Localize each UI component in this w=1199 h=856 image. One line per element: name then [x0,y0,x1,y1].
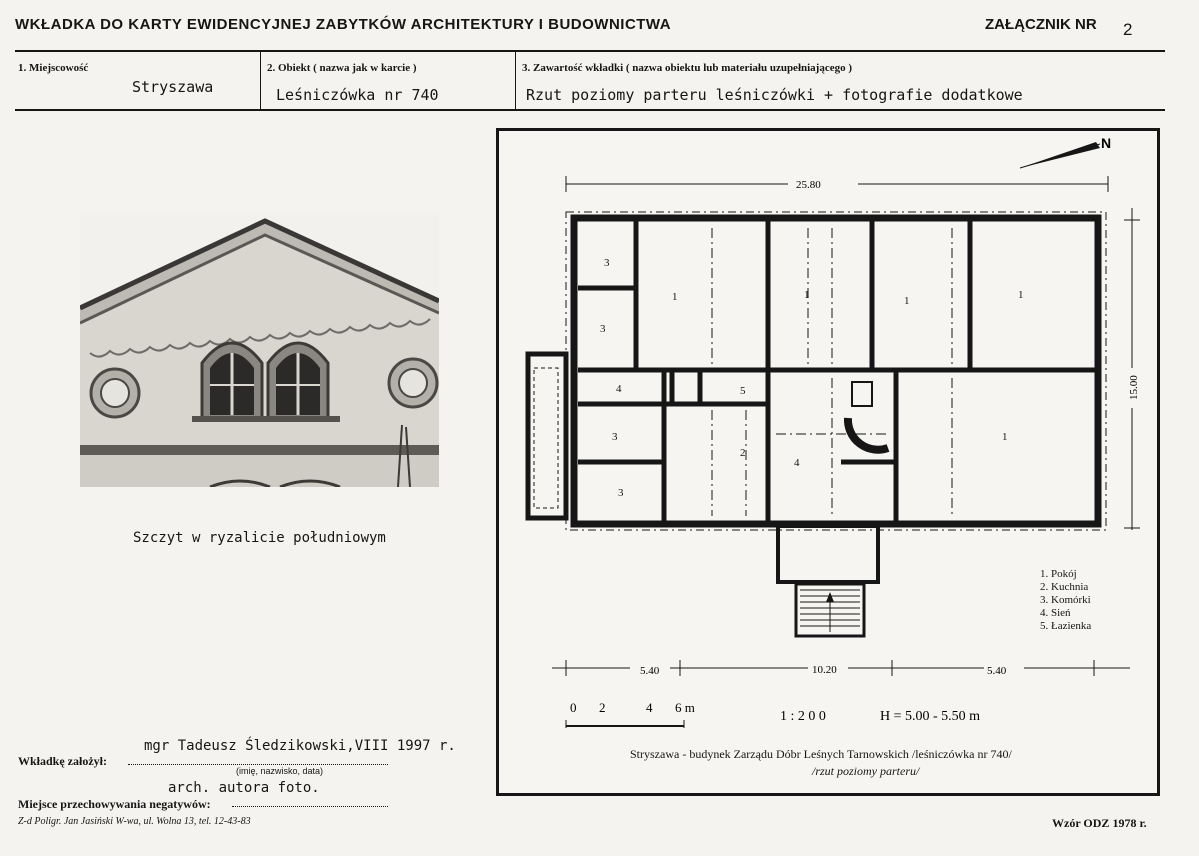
gable-photo [80,213,439,487]
room-number: 1 [904,295,910,307]
object-label: 2. Obiekt ( nazwa jak w karcie ) [267,62,417,74]
scale-bar-label: 4 [646,700,653,715]
scale-bar-label: 0 [570,700,577,715]
storage-label: Miejsce przechowywania negatywów: [18,797,211,811]
plan-scale: 1 : 2 0 0 [780,709,826,724]
legend-item: 5. Łazienka [1040,620,1092,632]
object-value: Leśniczówka nr 740 [276,86,439,104]
form-title: WKŁADKA DO KARTY EWIDENCYJNEJ ZABYTKÓW A… [15,16,672,33]
attachment-label: ZAŁĄCZNIK NR [985,16,1097,33]
room-number: 4 [794,457,800,469]
dim-top: 25.80 [796,179,821,191]
room-number: 2 [740,447,746,459]
form-code: Wzór ODZ 1978 r. [1052,816,1147,830]
dim-bottom-middle: 10.20 [812,664,837,676]
scale-bar-label: 2 [599,700,606,715]
room-number: 4 [616,383,622,395]
room-number: 3 [612,431,618,443]
field-divider [515,52,516,109]
author-value: mgr Tadeusz Śledzikowski,VIII 1997 r. [144,738,456,754]
room-number: 1 [1018,289,1024,301]
locality-label: 1. Miejscowość [18,62,89,74]
legend-item: 4. Sień [1040,607,1071,619]
storage-value: arch. autora foto. [168,780,320,796]
room-number: 3 [600,323,606,335]
room-number: 1 [672,291,678,303]
contents-label: 3. Zawartość wkładki ( nazwa obiektu lub… [522,62,853,74]
author-line [128,764,388,765]
scale-bar-label: 6 m [675,700,695,715]
author-hint: (imię, nazwisko, data) [236,766,324,776]
fields-rule [15,109,1165,111]
room-number: 5 [740,385,746,397]
room-number: 1 [1002,431,1008,443]
header-rule [15,50,1165,52]
printer-imprint: Z-d Poligr. Jan Jasiński W-wa, ul. Wolna… [18,816,251,827]
dim-bottom-right: 5.40 [987,665,1007,677]
attachment-number: 2 [1123,20,1133,39]
north-label: N [1101,135,1111,151]
storage-line [232,806,388,807]
legend-item: 3. Komórki [1040,594,1091,606]
room-number: 1 [804,289,810,301]
locality-value: Stryszawa [132,78,214,96]
plan-height: H = 5.00 - 5.50 m [880,709,980,724]
author-label: Wkładkę założył: [18,754,107,768]
room-number: 3 [604,257,610,269]
dim-side: 15.00 [1128,375,1140,400]
plan-subcaption: /rzut poziomy parteru/ [812,764,920,778]
photo-caption: Szczyt w ryzalicie południowym [133,530,386,546]
field-divider [260,52,261,109]
dim-bottom-left: 5.40 [640,665,660,677]
legend-item: 1. Pokój [1040,568,1077,580]
room-number: 3 [618,487,624,499]
contents-value: Rzut poziomy parteru leśniczówki + fotog… [526,86,1023,104]
floor-plan: N 25.80 15.00 [525,135,1140,728]
room-legend: 1. Pokój 2. Kuchnia 3. Komórki 4. Sień 5… [1040,568,1091,633]
legend-item: 2. Kuchnia [1040,581,1089,593]
plan-caption: Stryszawa - budynek Zarządu Dóbr Leśnych… [630,747,1012,761]
